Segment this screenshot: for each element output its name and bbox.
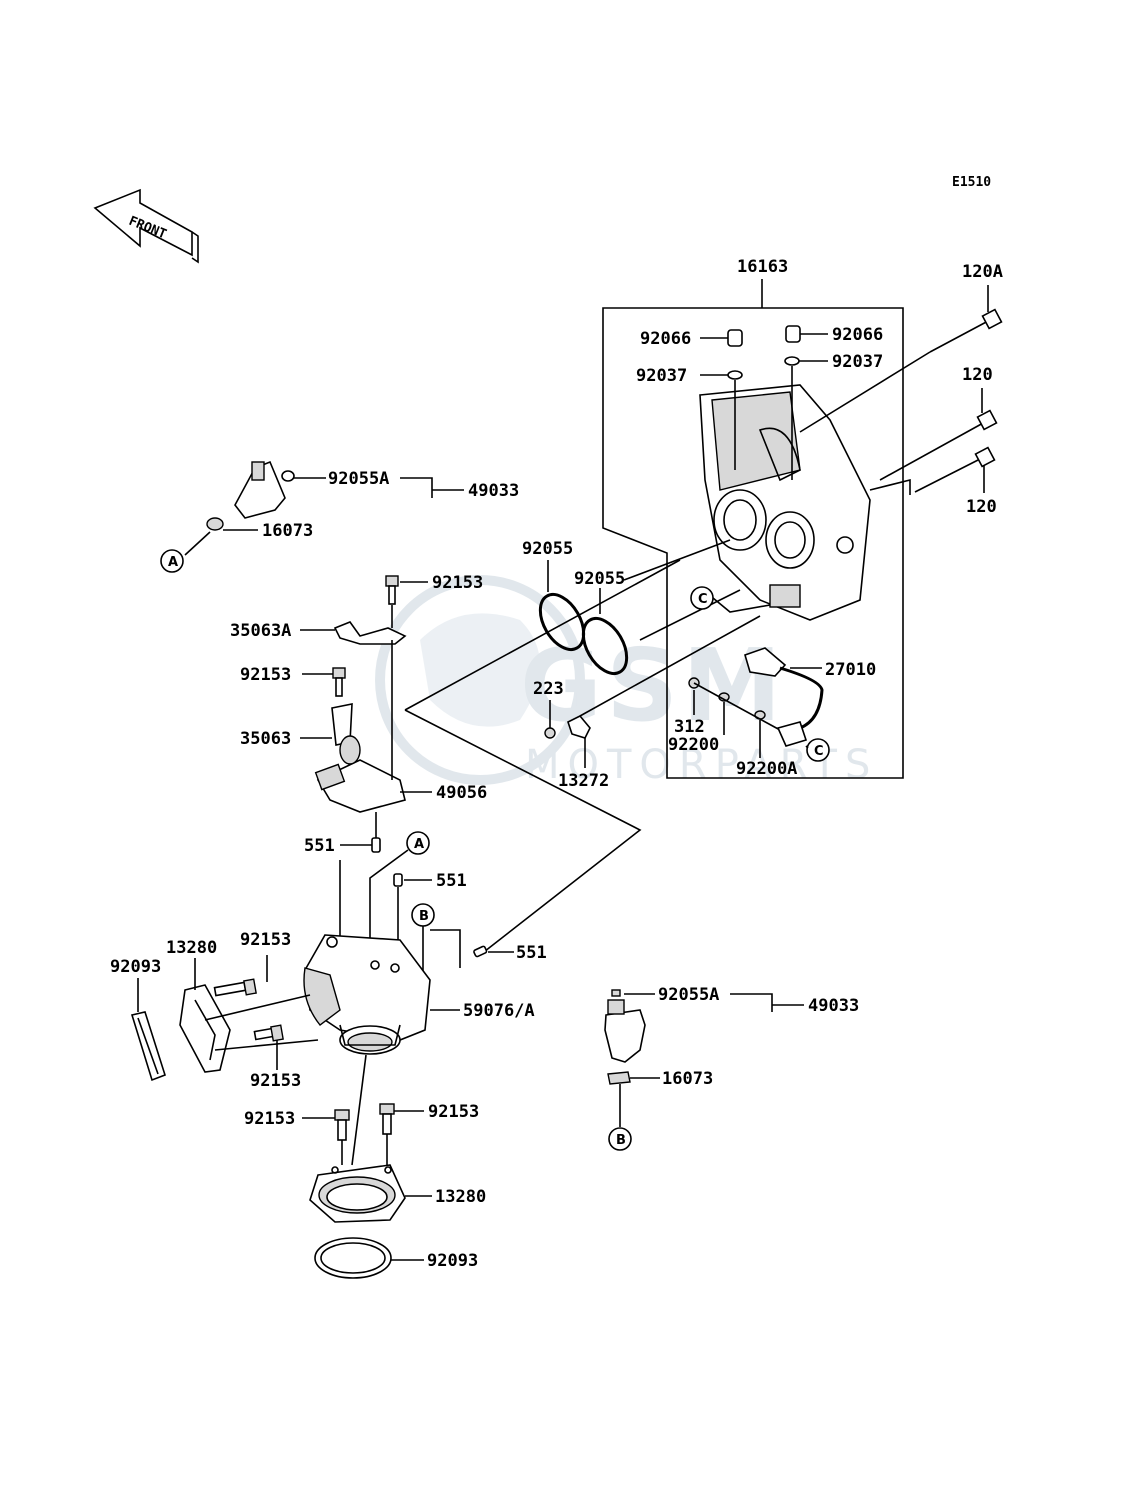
label-120-lower: 120: [966, 497, 997, 517]
svg-text:A: A: [168, 555, 178, 570]
bolt-120-upper: 120: [879, 365, 998, 481]
throttle-body-part: [699, 384, 871, 621]
label-92037-right: 92037: [832, 352, 883, 372]
label-49033-bottom: 49033: [808, 996, 859, 1016]
bolt-92153-a: 92153: [385, 573, 483, 605]
label-92200A: 92200A: [736, 759, 797, 779]
label-92055-left: 92055: [522, 539, 573, 559]
dowel-551-a: 551: [304, 812, 381, 856]
bracket-35063A: 35063A: [230, 605, 407, 645]
label-13280-bottom: 13280: [435, 1187, 486, 1207]
label-551-b: 551: [436, 871, 467, 891]
callout-C-bottom: C: [805, 738, 830, 762]
manifold-59076A: 59076/A: [303, 934, 535, 1055]
label-16073-bottom: 16073: [662, 1069, 713, 1089]
flange-13280-left: 13280: [166, 938, 231, 1073]
svg-text:C: C: [698, 592, 708, 607]
svg-text:B: B: [419, 909, 429, 924]
label-92153-c: 92153: [240, 930, 291, 950]
label-35063: 35063: [240, 729, 291, 749]
fuel-joint-49056: 49056: [314, 640, 487, 813]
cap-16073-bottom: 16073: [607, 1069, 713, 1127]
bolt-92153-d: 92153: [250, 1024, 301, 1091]
label-92066-left: 92066: [640, 329, 691, 349]
injector-49033-bottom: 92055A 49033: [604, 985, 859, 1063]
label-92055A-top: 92055A: [328, 469, 389, 489]
bolt-120-lower: 120: [869, 446, 997, 517]
bolt-92153-c: 92153: [213, 930, 291, 997]
screw-223: 223: [533, 679, 564, 739]
sensor-27010: 27010: [744, 647, 876, 747]
label-92153-a: 92153: [432, 573, 483, 593]
svg-text:C: C: [814, 744, 824, 759]
oring-92055-right: 92055: [574, 569, 629, 675]
label-92153-f: 92153: [428, 1102, 479, 1122]
washer-92200A: 92200A: [736, 710, 797, 779]
bracket-35063: 35063: [240, 703, 353, 749]
callout-C-top: C: [690, 586, 771, 613]
dowel-551-c: 551: [430, 929, 547, 968]
cap-16073-top: 16073: [184, 517, 313, 556]
part-92037-left: 92037: [636, 366, 743, 470]
callout-B-bottom: B: [608, 1127, 632, 1151]
gasket-92093-bottom: 92093: [314, 1237, 478, 1279]
bolt-92153-e: 92153: [244, 1109, 350, 1165]
svg-text:B: B: [616, 1133, 626, 1148]
label-92153-d: 92153: [250, 1071, 301, 1091]
bolt-92153-f: 92153: [379, 1102, 479, 1165]
label-92093-left: 92093: [110, 957, 161, 977]
label-92037-left: 92037: [636, 366, 687, 386]
label-13272: 13272: [558, 771, 609, 791]
label-16163: 16163: [737, 257, 788, 277]
label-120A: 120A: [962, 262, 1003, 282]
label-92066-right: 92066: [832, 325, 883, 345]
front-arrow-icon: FRONT: [93, 188, 199, 264]
label-92055A-bottom: 92055A: [658, 985, 719, 1005]
svg-text:A: A: [414, 837, 424, 852]
callout-A-top: A: [160, 549, 184, 573]
label-551-c: 551: [516, 943, 547, 963]
label-92153-e: 92153: [244, 1109, 295, 1129]
label-223: 223: [533, 679, 564, 699]
assembly-box-16163: 16163: [602, 257, 904, 779]
label-312: 312: [674, 717, 705, 737]
label-16073-top: 16073: [262, 521, 313, 541]
label-92093-bottom: 92093: [427, 1251, 478, 1271]
bolt-120A: 120A: [929, 262, 1003, 353]
label-92055-right: 92055: [574, 569, 625, 589]
label-120-upper: 120: [962, 365, 993, 385]
label-49033-top: 49033: [468, 481, 519, 501]
oring-92055-left: 92055: [522, 539, 586, 651]
gasket-92093-left: 92093: [110, 957, 166, 1082]
bolt-92153-b: 92153: [240, 665, 346, 697]
injector-49033-top: 92055A 49033: [234, 460, 519, 519]
label-13280-left: 13280: [166, 938, 217, 958]
label-35063A: 35063A: [230, 621, 291, 641]
callout-A-mid: A: [369, 831, 430, 960]
label-49056: 49056: [436, 783, 487, 803]
part-92066-right: 92066: [785, 325, 883, 345]
part-92037-right: 92037: [784, 352, 883, 480]
part-92066-left: 92066: [640, 329, 743, 349]
plate-13272: 13272: [558, 715, 609, 791]
label-551-a: 551: [304, 836, 335, 856]
diagram-code: E1510: [952, 175, 991, 190]
label-92153-b: 92153: [240, 665, 291, 685]
label-92200: 92200: [668, 735, 719, 755]
label-27010: 27010: [825, 660, 876, 680]
flange-13280-bottom: 13280: [309, 1164, 486, 1223]
label-59076A: 59076/A: [463, 1001, 535, 1021]
